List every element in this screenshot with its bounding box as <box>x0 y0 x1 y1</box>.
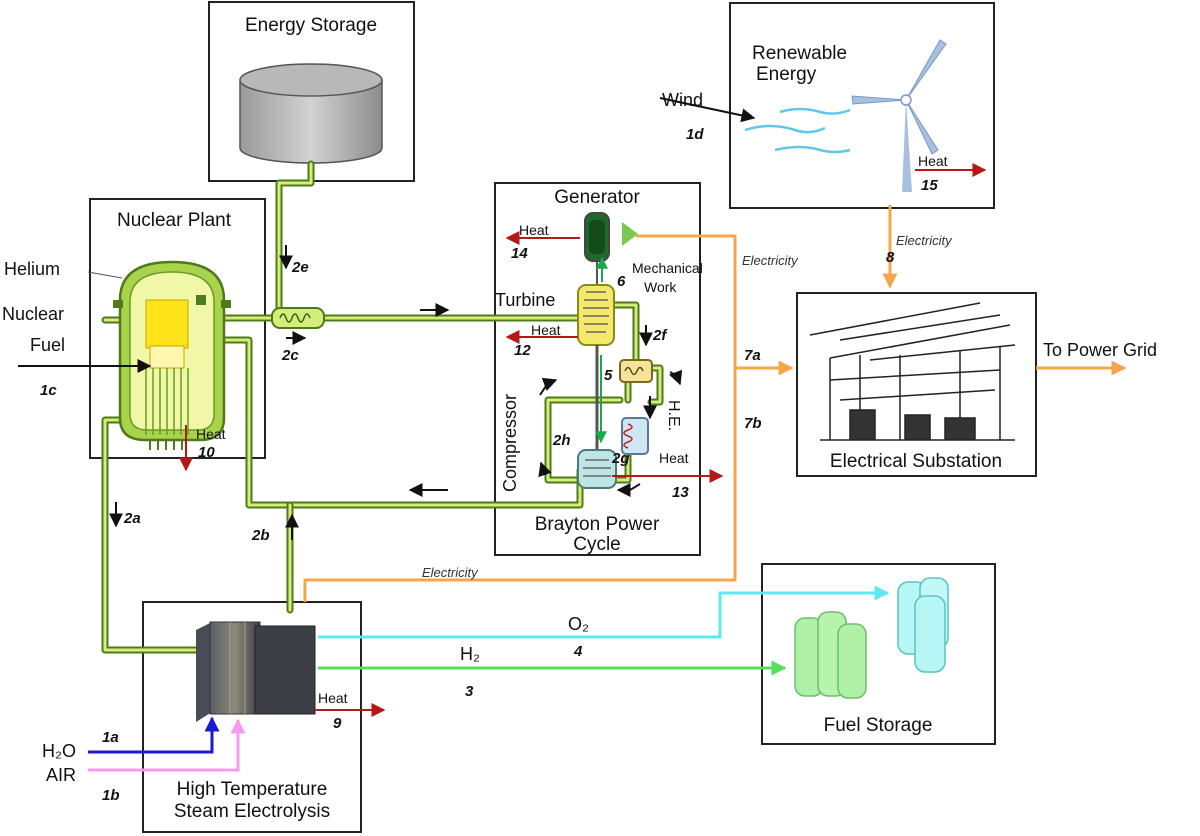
compressor-label: Compressor <box>500 394 520 492</box>
turbine-label: Turbine <box>495 290 555 310</box>
electrolysis-title-line2: Steam Electrolysis <box>174 801 330 822</box>
renewable-energy-box: Renewable Energy <box>729 2 995 209</box>
heat-label-10: Heat <box>196 426 226 442</box>
electrolysis-stack-icon <box>196 621 316 722</box>
stream-10: 10 <box>198 444 215 461</box>
energy-storage-box: Energy Storage <box>208 1 415 182</box>
mechanical-label-1: Mechanical <box>632 260 703 276</box>
stream-7b: 7b <box>744 415 762 432</box>
stream-2h: 2h <box>552 432 571 449</box>
wind-turbine-icon <box>851 39 947 192</box>
water-stream <box>88 716 220 754</box>
wind-gust-icon <box>744 107 851 154</box>
electrolysis-title-line1: High Temperature <box>177 779 328 800</box>
to-grid-label: To Power Grid <box>1043 340 1157 360</box>
recuperator-icon <box>619 359 653 383</box>
electricity-label-generator: Electricity <box>742 253 799 268</box>
air-stream <box>88 718 246 772</box>
he-label: H.E. <box>665 400 682 431</box>
electricity-label-electrolysis: Electricity <box>422 565 479 580</box>
reactor-vessel-icon <box>113 260 231 450</box>
stream-2e: 2e <box>291 259 309 276</box>
stream-14: 14 <box>511 245 528 262</box>
h2o-label: H₂O <box>42 741 76 761</box>
stream-1b: 1b <box>102 787 120 804</box>
wind-label: Wind <box>662 90 703 110</box>
stream-6: 6 <box>617 273 626 290</box>
stream-1c: 1c <box>40 382 57 399</box>
generator-title: Generator <box>554 187 640 208</box>
stream-7a: 7a <box>744 347 761 364</box>
heat-label-12: Heat <box>531 322 561 338</box>
stream-4: 4 <box>573 643 583 660</box>
stream-2c: 2c <box>281 347 299 364</box>
stream-12: 12 <box>514 342 531 359</box>
stream-13: 13 <box>672 484 689 501</box>
oxygen-tanks-icon <box>897 577 949 673</box>
air-label: AIR <box>46 765 76 785</box>
helium-label: Helium <box>4 259 60 279</box>
substation-icon <box>809 302 1016 441</box>
fuel-storage-title: Fuel Storage <box>824 715 933 736</box>
stream-15: 15 <box>921 177 938 194</box>
nuclear-plant-title: Nuclear Plant <box>117 210 232 231</box>
heat-exchanger-icon <box>271 307 325 329</box>
brayton-title-line1: Brayton Power <box>535 514 660 535</box>
oxygen-stream <box>318 585 890 639</box>
electricity-label-renewable: Electricity <box>896 233 953 248</box>
mechanical-label-2: Work <box>644 279 677 295</box>
stream-5: 5 <box>604 367 613 384</box>
turbine-icon <box>577 284 615 346</box>
flow-arrows <box>18 97 756 540</box>
heat-label-15: Heat <box>918 153 948 169</box>
compressor-icon <box>577 449 617 489</box>
h2-label: H₂ <box>460 644 480 664</box>
electrical-substation-box: Electrical Substation <box>796 292 1037 477</box>
stream-2f: 2f <box>652 327 668 344</box>
nuclear-fuel-label-1: Nuclear <box>2 304 64 324</box>
stream-1d: 1d <box>686 126 704 143</box>
precooler-icon <box>621 417 649 455</box>
o2-label: O₂ <box>568 614 589 634</box>
heat-arrows <box>179 163 987 717</box>
hydrogen-tanks-icon <box>794 611 867 699</box>
heat-label-9: Heat <box>318 690 348 706</box>
stream-3: 3 <box>465 683 474 700</box>
heat-label-13: Heat <box>659 450 689 466</box>
stream-2a: 2a <box>123 510 141 527</box>
stream-2g: 2g <box>611 450 630 467</box>
nuclear-fuel-label-2: Fuel <box>30 335 65 355</box>
substation-title: Electrical Substation <box>830 451 1002 472</box>
heat-label-14: Heat <box>519 222 549 238</box>
storage-tank-icon <box>239 63 383 164</box>
stream-1a: 1a <box>102 729 119 746</box>
electricity-lines <box>303 205 1127 602</box>
renewable-title-line2: Energy <box>756 64 817 85</box>
energy-storage-title: Energy Storage <box>245 15 377 36</box>
stream-8: 8 <box>886 249 895 266</box>
stream-9: 9 <box>333 715 342 732</box>
stream-2b: 2b <box>251 527 270 544</box>
renewable-title-line1: Renewable <box>752 43 847 64</box>
brayton-title-line2: Cycle <box>573 534 621 555</box>
